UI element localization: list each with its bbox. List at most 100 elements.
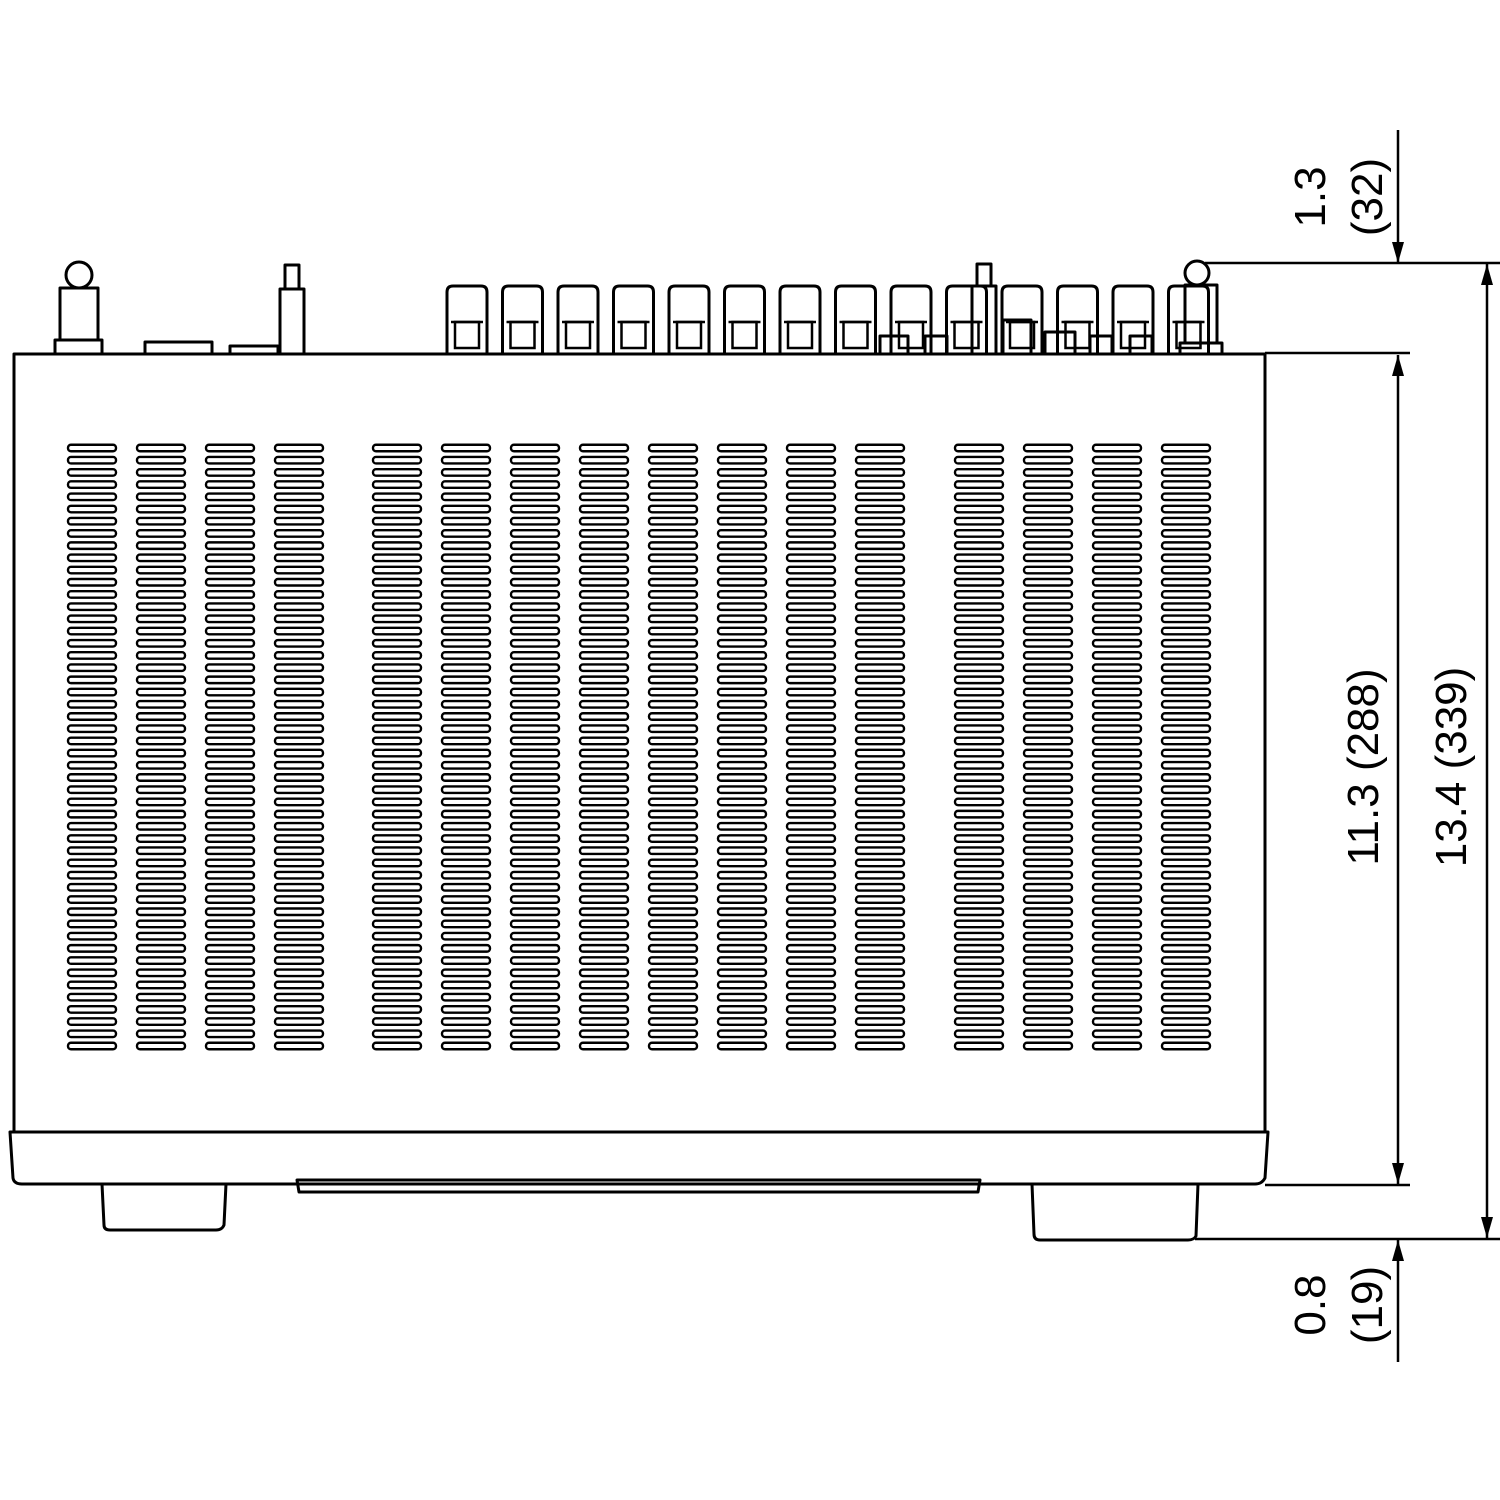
vent-slot <box>578 663 630 673</box>
vent-slot <box>440 943 492 953</box>
vent-slot <box>135 1017 187 1027</box>
vent-slot <box>578 785 630 795</box>
vent-slot <box>716 565 768 575</box>
vent-slot <box>135 980 187 990</box>
vent-slot <box>1160 614 1212 624</box>
vent-slot <box>135 712 187 721</box>
vent-slot <box>716 760 768 770</box>
vent-slot <box>578 821 630 831</box>
vent-slot <box>854 834 906 843</box>
vent-slot <box>785 992 837 1002</box>
vent-slot <box>273 968 325 978</box>
vent-slot <box>953 968 1005 978</box>
vent-slot <box>509 480 561 490</box>
foot-right <box>1030 1182 1200 1242</box>
vent-slot <box>1022 773 1074 782</box>
vent-slot <box>371 516 423 526</box>
vent-slot <box>716 553 768 563</box>
vent-slot <box>647 492 699 502</box>
vent-slot <box>135 736 187 746</box>
vent-slot <box>509 504 561 514</box>
vent-slot <box>785 1041 837 1051</box>
vent-slot <box>953 870 1005 880</box>
vent-slot <box>440 590 492 599</box>
vent-slot <box>578 577 630 587</box>
vent-slot <box>1022 1029 1074 1039</box>
vent-slot <box>509 1017 561 1027</box>
vent-slot <box>647 882 699 892</box>
vent-slot <box>440 968 492 978</box>
vent-slot <box>371 553 423 563</box>
vent-slot <box>1160 797 1212 807</box>
chassis-body <box>12 352 1267 1134</box>
vent-slot <box>953 907 1005 917</box>
vent-slot <box>66 773 118 782</box>
vent-slot <box>854 870 906 880</box>
vent-slot <box>1160 956 1212 966</box>
vent-slot <box>509 773 561 782</box>
vent-slot <box>854 553 906 563</box>
vent-slot <box>785 651 837 660</box>
vent-slot <box>716 638 768 648</box>
vent-slot <box>647 895 699 904</box>
vent-slot <box>1160 943 1212 953</box>
vent-slot <box>647 956 699 966</box>
vent-slot <box>273 480 325 490</box>
vent-slot <box>1160 724 1212 734</box>
vent-slot <box>716 504 768 514</box>
vent-slot <box>273 846 325 856</box>
vent-slot <box>440 834 492 843</box>
vent-slot <box>371 614 423 624</box>
vent-slot <box>204 614 256 624</box>
vent-slot <box>854 651 906 660</box>
vent-slot <box>66 1004 118 1014</box>
vent-slot <box>509 687 561 697</box>
vent-slot <box>135 785 187 795</box>
vent-slot <box>854 931 906 941</box>
vent-slot <box>509 748 561 758</box>
vent-slot <box>371 1017 423 1027</box>
speaker-terminal <box>723 284 766 354</box>
vent-slot <box>273 651 325 660</box>
vent-slot <box>953 919 1005 929</box>
vent-slot <box>854 1004 906 1014</box>
vent-slot <box>1091 907 1143 917</box>
vent-slot <box>509 590 561 599</box>
vent-slot <box>1091 992 1143 1002</box>
vent-slot <box>647 712 699 721</box>
vent-slot <box>371 443 423 453</box>
vent-slot <box>440 870 492 880</box>
vent-slot <box>273 870 325 880</box>
vent-slot <box>509 602 561 612</box>
vent-slot <box>1091 565 1143 575</box>
vent-slot <box>1160 565 1212 575</box>
vent-slot <box>204 651 256 660</box>
vent-slot <box>854 1017 906 1027</box>
vent-slot <box>785 675 837 685</box>
vent-slot <box>135 663 187 673</box>
vent-slot <box>509 651 561 660</box>
vent-slot <box>953 541 1005 551</box>
vent-slot <box>578 773 630 782</box>
vent-slot <box>135 590 187 599</box>
vent-slot <box>1022 882 1074 892</box>
vent-slot <box>204 516 256 526</box>
vent-slot <box>204 687 256 697</box>
vent-column <box>204 443 256 1051</box>
vent-slot <box>578 858 630 868</box>
vent-slot <box>204 1041 256 1051</box>
vent-slot <box>135 907 187 917</box>
vent-slot <box>785 553 837 563</box>
vent-slot <box>716 626 768 636</box>
vent-slot <box>273 699 325 709</box>
vent-slot <box>647 760 699 770</box>
vent-slot <box>785 748 837 758</box>
arrow-head <box>1392 242 1404 263</box>
vent-slot <box>1091 1004 1143 1014</box>
vent-slot <box>204 919 256 929</box>
vent-slot <box>66 858 118 868</box>
vent-slot <box>716 651 768 660</box>
vent-slot <box>785 821 837 831</box>
vent-slot <box>509 760 561 770</box>
vent-slot <box>204 773 256 782</box>
